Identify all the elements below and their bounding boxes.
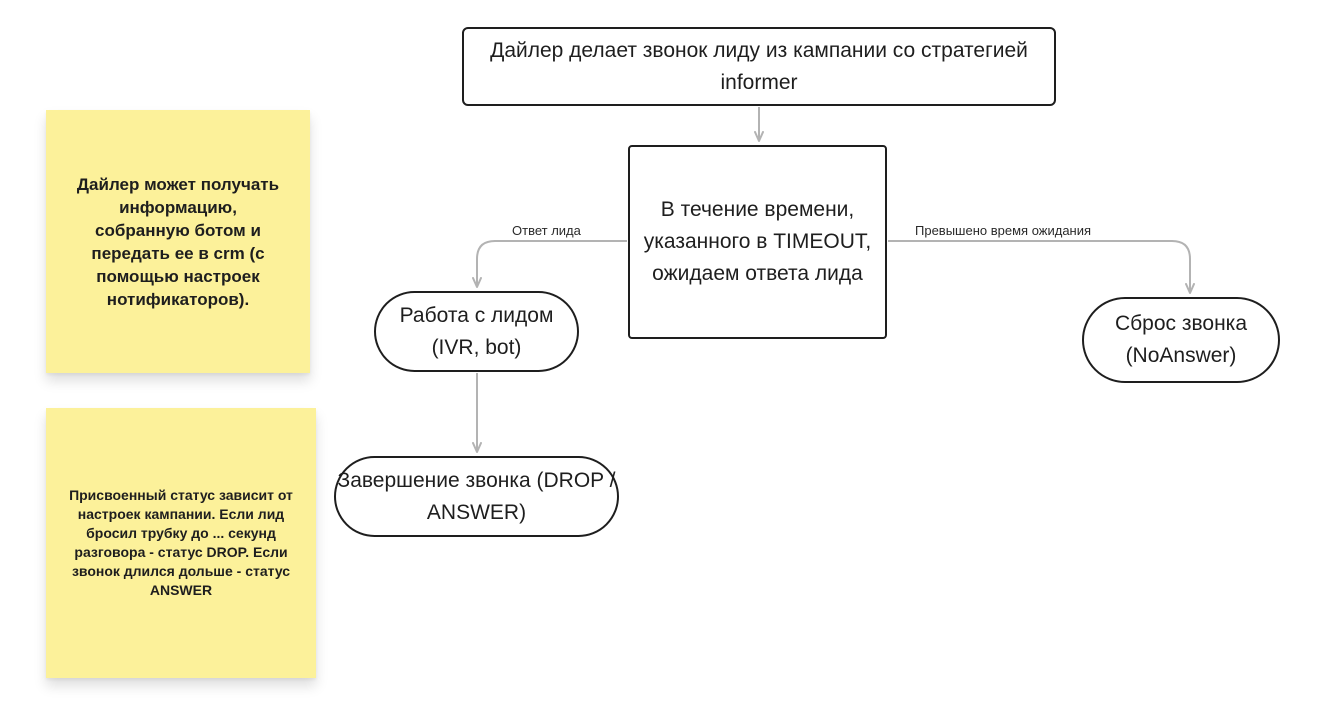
node-wait-timeout[interactable]: В течение времени, указанного в TIMEOUT,… [628,145,887,339]
node-label: В течение времени, указанного в TIMEOUT,… [643,198,872,285]
node-label: Завершение звонка (DROP / ANSWER) [337,468,616,524]
node-dialer-call[interactable]: Дайлер делает звонок лиду из кампании со… [462,27,1056,106]
edge-label-answer: Ответ лида [510,223,583,239]
sticky-note-status[interactable]: Присвоенный статус зависит от настроек к… [46,408,316,678]
sticky-note-text: Присвоенный статус зависит от настроек к… [69,487,293,598]
node-lead-work[interactable]: Работа с лидом (IVR, bot) [374,291,579,372]
node-label: Работа с лидом (IVR, bot) [399,303,554,359]
edge-answer[interactable] [472,240,627,288]
node-call-reset[interactable]: Сброс звонка (NoAnswer) [1082,297,1280,383]
node-label: Дайлер делает звонок лиду из кампании со… [490,38,1028,94]
node-call-end[interactable]: Завершение звонка (DROP / ANSWER) [334,456,619,537]
edge-timeout[interactable] [888,240,1195,294]
node-label: Сброс звонка (NoAnswer) [1114,312,1248,367]
sticky-note-notifiers[interactable]: Дайлер может получать информацию, собран… [46,110,310,373]
edge-label-timeout: Превышено время ожидания [913,223,1094,239]
sticky-note-text: Дайлер может получать информацию, собран… [76,174,280,309]
